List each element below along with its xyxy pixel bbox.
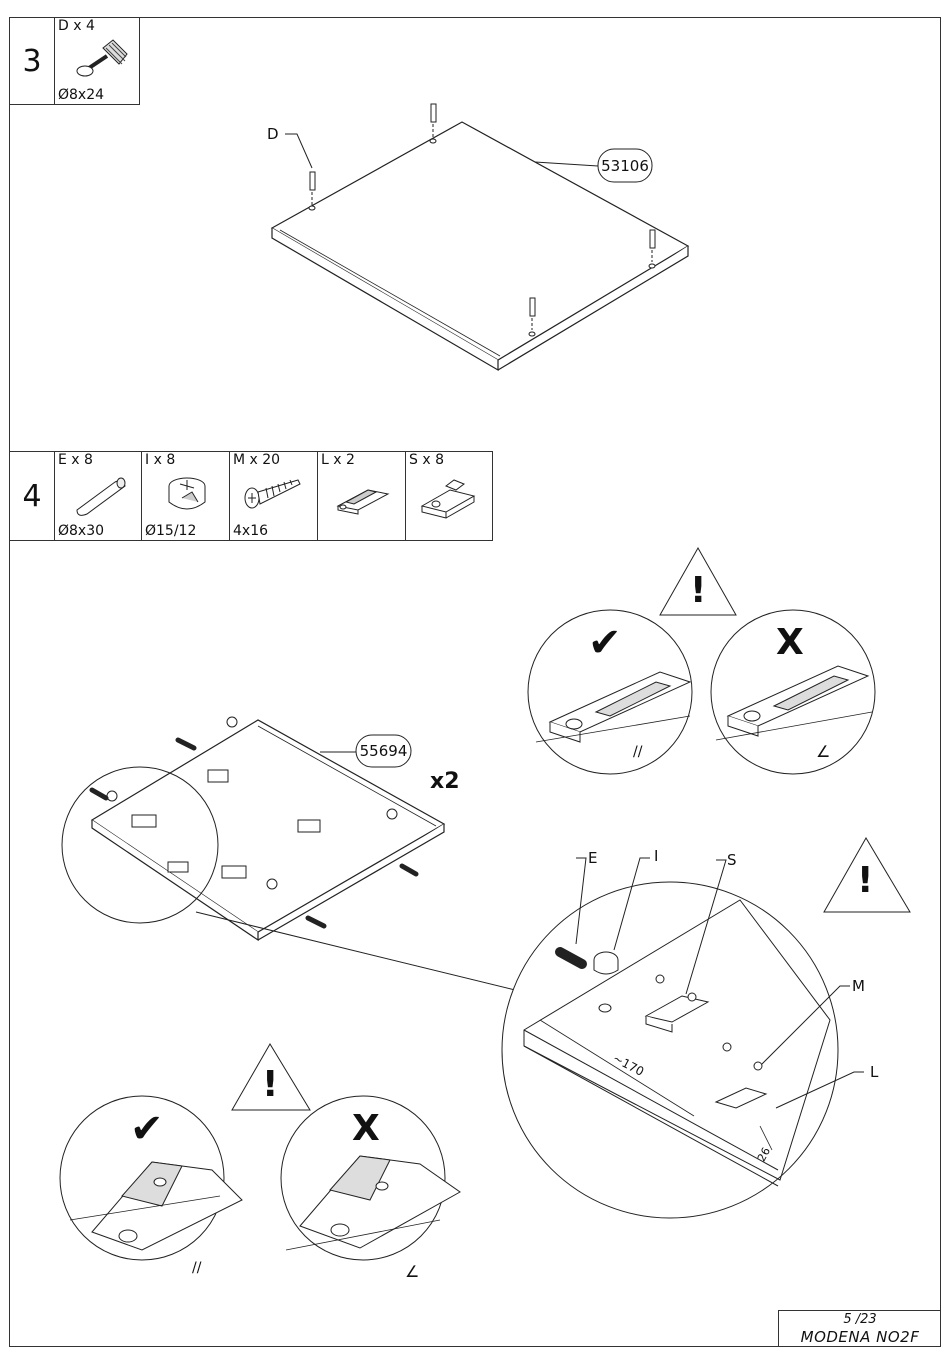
callout-m: M (852, 977, 865, 995)
cross-icon: X (352, 1108, 380, 1149)
step4-parts-table: 4 E x 8 Ø8x30 I x 8 Ø15/12 M x 20 4x16 L… (9, 451, 493, 541)
model-name: MODENA NO2F (800, 1328, 920, 1346)
step4-number: 4 (10, 452, 55, 540)
panel-fittings (89, 716, 419, 929)
parallel-icon: // (633, 744, 643, 760)
shelf-bracket-icon (420, 479, 476, 519)
part-dim: Ø15/12 (145, 523, 197, 539)
panel-53106 (270, 121, 690, 372)
part-qty: E x 8 (58, 452, 93, 468)
part-qty: I x 8 (145, 452, 176, 468)
magnet-catch-icon (336, 489, 390, 515)
warning-icon: ! (690, 570, 707, 611)
warning-icon: ! (857, 860, 874, 901)
page-frame (9, 17, 941, 1347)
part-cell-d: D x 4 Ø8x24 (55, 18, 139, 104)
panel-55694 (90, 719, 446, 942)
part-cell-m: M x 20 4x16 (230, 452, 318, 540)
checkmark-icon: ✔ (130, 1106, 164, 1152)
part-cell-i: I x 8 Ø15/12 (142, 452, 230, 540)
part-cell-l: L x 2 (318, 452, 406, 540)
part-dim: 4x16 (233, 523, 269, 539)
cross-icon: X (776, 622, 804, 663)
panel-label-53106: 53106 (601, 157, 649, 175)
cam-bolt-pins (308, 103, 656, 337)
page-number: 5 /23 (843, 1312, 877, 1327)
part-cell-s: S x 8 (406, 452, 492, 540)
part-dim: Ø8x24 (58, 87, 105, 103)
angle-icon: ∠ (405, 1262, 420, 1281)
cam-lock-icon (168, 477, 206, 510)
zoom-circle-left (61, 766, 219, 924)
dowel-icon (76, 477, 126, 516)
callout-i: I (654, 847, 659, 865)
warning-icon: ! (262, 1064, 279, 1105)
detail-fittings (555, 947, 768, 1109)
parallel-icon: // (192, 1260, 202, 1276)
quantity-multiplier: x2 (430, 769, 460, 794)
detail-circle (501, 881, 839, 1219)
part-qty: S x 8 (409, 452, 444, 468)
warning-triangles (231, 546, 911, 1111)
detail-board (523, 899, 831, 1187)
checkmark-icon: ✔ (588, 620, 622, 666)
step3-number: 3 (10, 18, 55, 104)
part-qty: M x 20 (233, 452, 281, 468)
callout-l: L (870, 1063, 879, 1081)
callout-d: D (267, 125, 279, 143)
callout-s: S (727, 851, 737, 869)
callout-e: E (588, 849, 598, 867)
part-qty: L x 2 (321, 452, 355, 468)
page-footer: 5 /23 MODENA NO2F (778, 1310, 941, 1347)
part-cell-e: E x 8 Ø8x30 (55, 452, 142, 540)
screw-icon (244, 479, 301, 509)
angle-icon: ∠ (816, 742, 831, 761)
step3-parts-table: 3 D x 4 Ø8x24 (9, 17, 140, 105)
part-qty: D x 4 (58, 18, 95, 34)
panel-label-55694: 55694 (359, 742, 408, 760)
cam-bolt-icon (76, 39, 128, 77)
detail-leaders (575, 857, 864, 1109)
part-dim: Ø8x30 (58, 523, 105, 539)
